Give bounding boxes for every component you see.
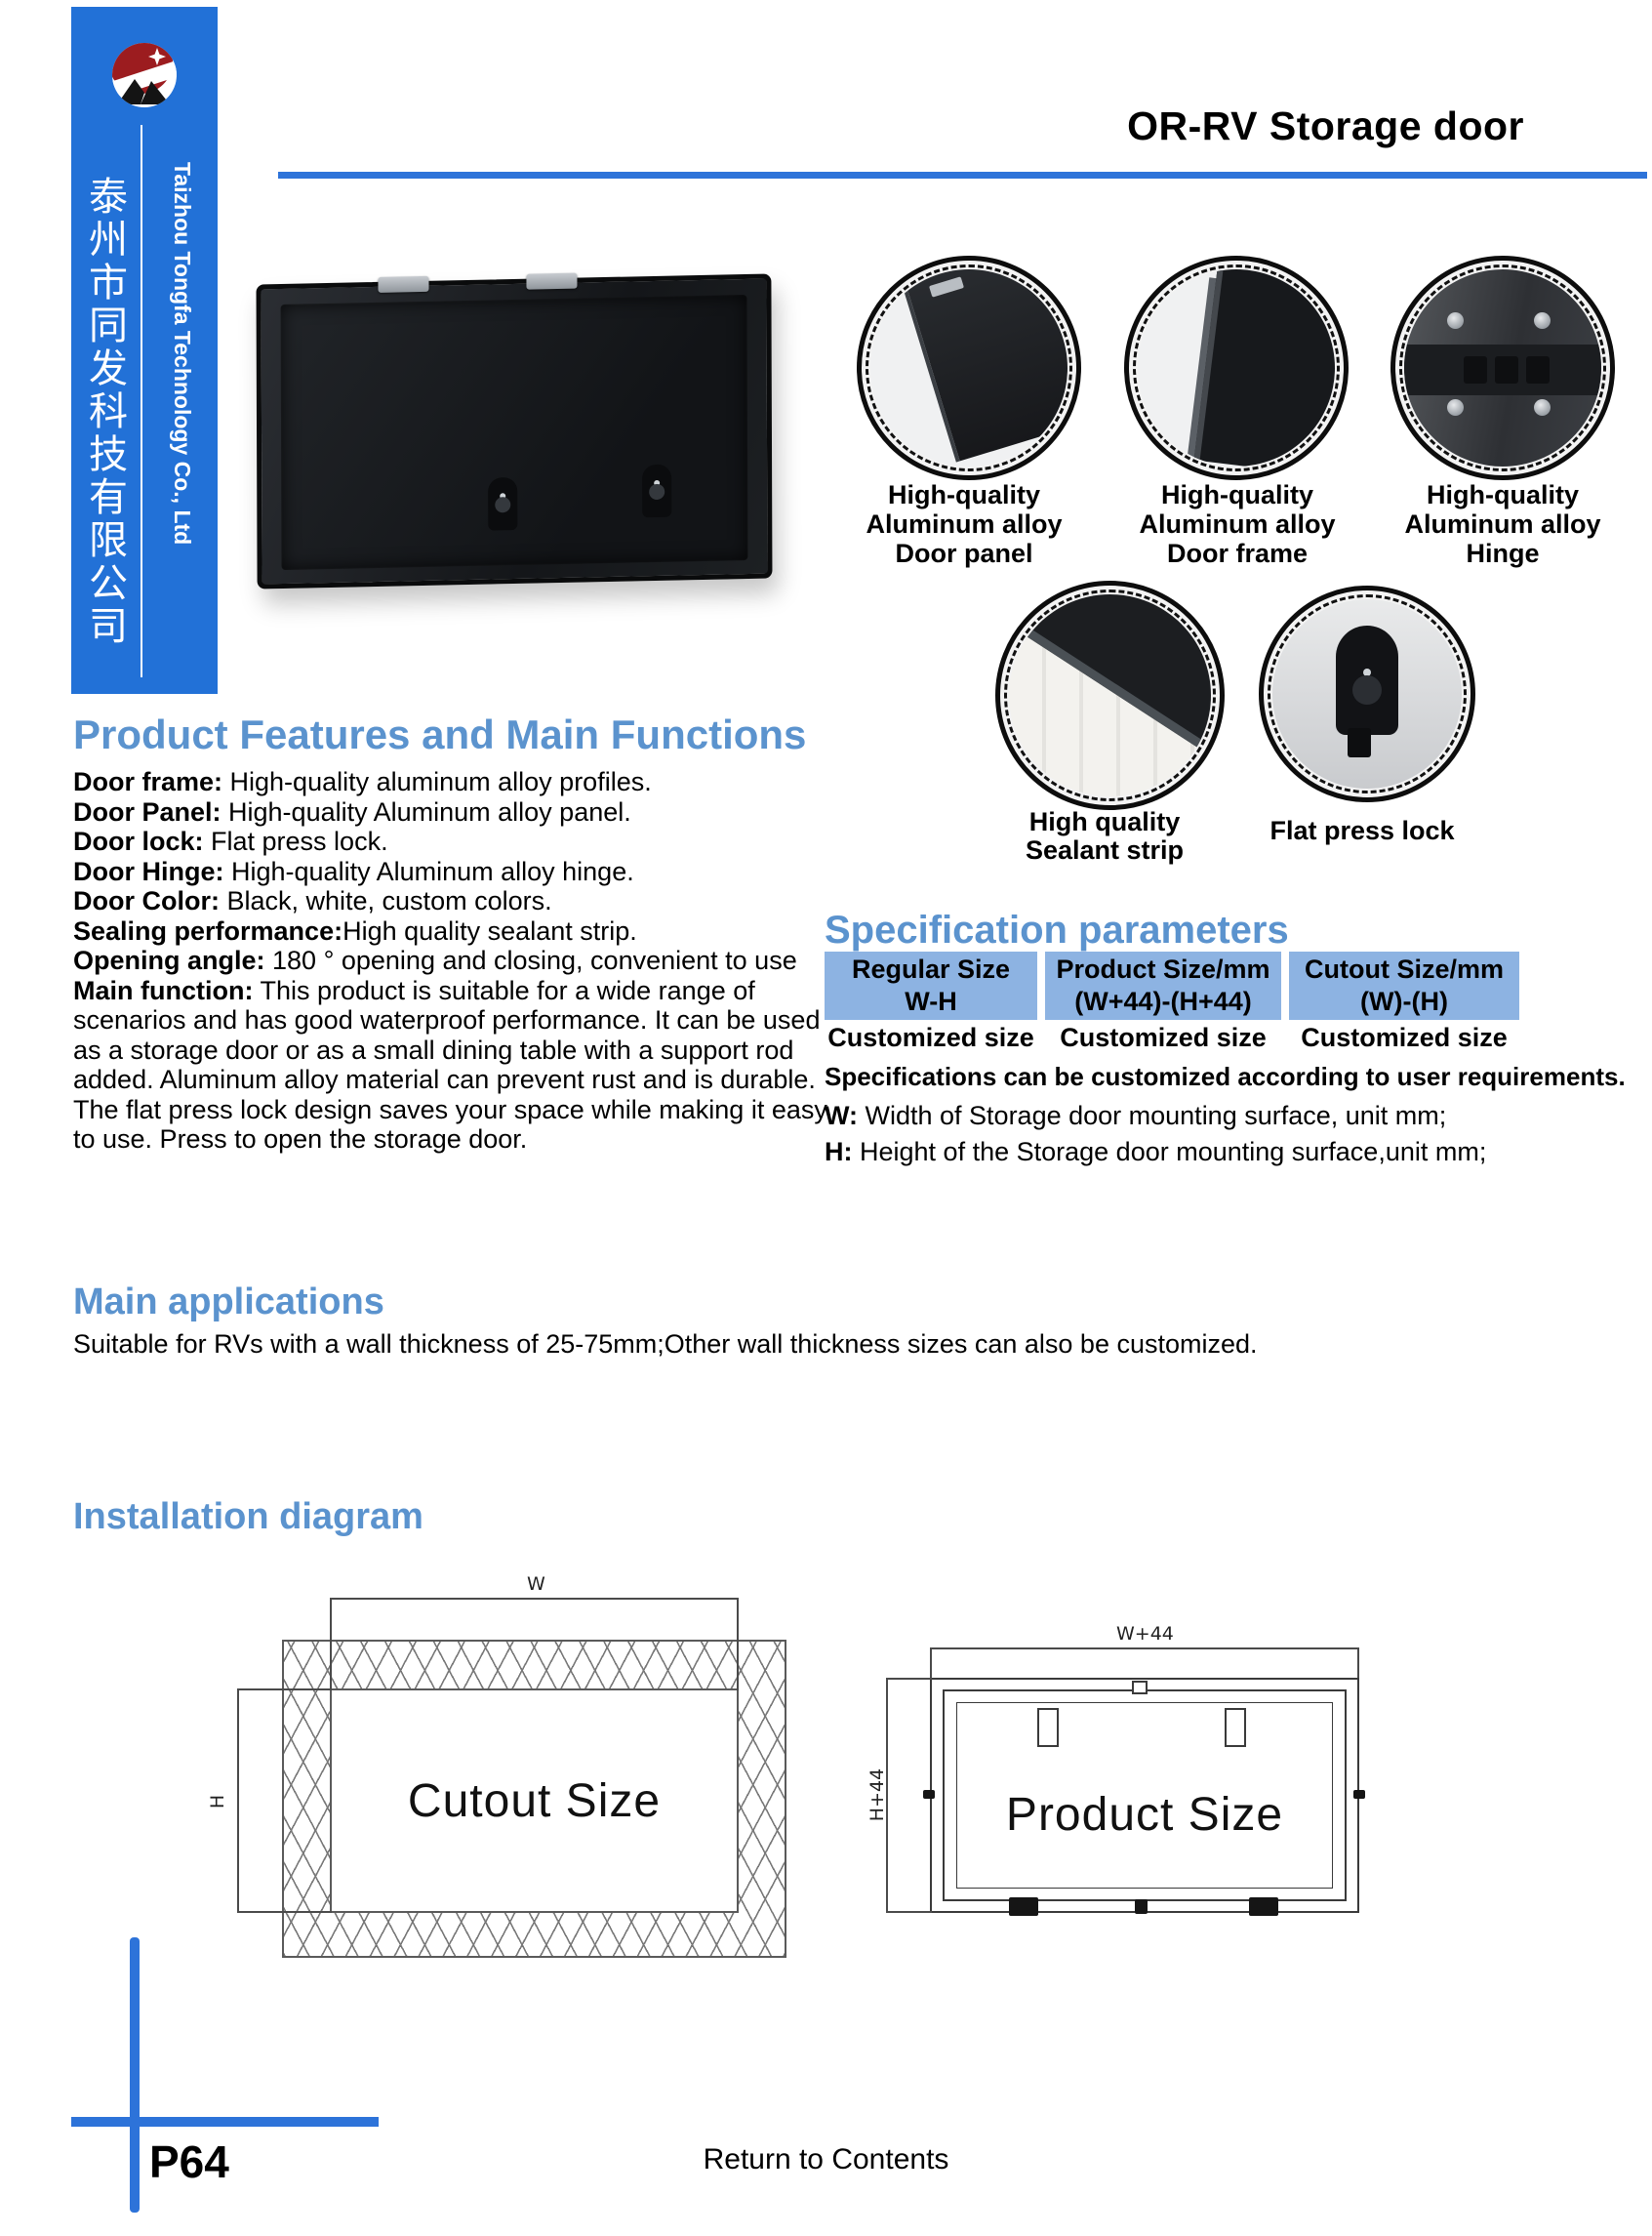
door-hinge-icon (378, 275, 429, 293)
spec-header-product-size: Product Size/mm(W+44)-(H+44) (1045, 952, 1281, 1020)
header-rule (278, 172, 1647, 179)
cutout-diagram-opening: Cutout Size (330, 1688, 739, 1913)
applications-heading: Main applications (73, 1281, 384, 1322)
top-center-notch (1132, 1681, 1148, 1694)
feature-item: Sealing performance:High quality sealant… (73, 915, 637, 946)
side-clip (923, 1790, 935, 1799)
latch-slot (1225, 1708, 1246, 1747)
product-frame-inner (956, 1702, 1333, 1889)
cutout-h-label: H (207, 1794, 229, 1809)
door-lock-icon (642, 464, 672, 518)
cutout-h-dim-line (237, 1688, 239, 1913)
company-logo-icon (112, 43, 177, 107)
applications-text: Suitable for RVs with a wall thickness o… (73, 1329, 1258, 1359)
page-title: OR-RV Storage door (1127, 103, 1524, 148)
spec-w-note: W: Width of Storage door mounting surfac… (825, 1101, 1447, 1130)
company-name-en: Taizhou Tongfa Technology Co., Ltd (170, 162, 195, 546)
cutout-w-ext-left (330, 1598, 332, 1690)
feature-item: Door lock: Flat press lock. (73, 827, 388, 856)
company-name-cn: 泰州市同发科技有限公司 (82, 176, 127, 648)
label-flat-press-lock: Flat press lock (1269, 816, 1455, 845)
cutout-w-dim-line (330, 1598, 739, 1600)
feature-item: Opening angle: 180 ° opening and closing… (73, 946, 797, 975)
sidebar-divider (141, 125, 142, 677)
product-h-ext-top (886, 1678, 932, 1680)
storage-door-photo (256, 272, 773, 589)
detail-circle-flat-press-lock (1259, 586, 1475, 802)
page-number: P64 (149, 2136, 229, 2187)
spec-note: Specifications can be customized accordi… (825, 1062, 1626, 1091)
cutout-w-label: W (527, 1573, 545, 1595)
cutout-w-ext-right (737, 1598, 739, 1690)
product-w-ext-left (930, 1647, 932, 1678)
features-heading: Product Features and Main Functions (73, 711, 807, 757)
features-body: Door frame: High-quality aluminum alloy … (73, 767, 838, 1155)
product-h-label: H+44 (866, 1768, 889, 1822)
return-to-contents-link[interactable]: Return to Contents (703, 2143, 949, 2175)
hinge-block-icon (1009, 1897, 1038, 1916)
door-panel-image (256, 272, 773, 589)
cutout-h-ext-bottom (237, 1911, 332, 1913)
feature-item: Door Panel: High-quality Aluminum alloy … (73, 796, 631, 827)
footer-horizontal-rule (71, 2117, 379, 2127)
product-h-ext-bottom (886, 1911, 932, 1913)
side-clip (1353, 1790, 1365, 1799)
detail-circle-sealant-strip (995, 581, 1225, 810)
detail-circle-door-frame (1124, 256, 1349, 480)
installation-heading: Installation diagram (73, 1496, 423, 1537)
feature-item: Main function: This product is suitable … (73, 975, 827, 1155)
detail-circle-hinge (1390, 256, 1615, 480)
sidebar: 泰州市同发科技有限公司 Taizhou Tongfa Technology Co… (71, 7, 218, 694)
spec-h-note: H: Height of the Storage door mounting s… (825, 1137, 1487, 1166)
product-h-dim-line (886, 1678, 888, 1913)
footer-vertical-rule (130, 1937, 140, 2213)
product-w-label: W+44 (1116, 1623, 1174, 1645)
door-hinge-icon (526, 272, 578, 290)
product-size-label: Product Size (1005, 1789, 1284, 1841)
spec-header-cutout-size: Cutout Size/mm(W)-(H) (1289, 952, 1519, 1020)
latch-slot (1037, 1708, 1059, 1747)
product-w-ext-right (1357, 1647, 1359, 1678)
hinge-block-icon (1249, 1897, 1278, 1916)
bottom-center-clip (1135, 1899, 1148, 1914)
detail-circle-door-panel (857, 256, 1081, 480)
feature-item: Door Hinge: High-quality Aluminum alloy … (73, 856, 634, 886)
feature-item: Door frame: High-quality aluminum alloy … (73, 767, 652, 796)
spec-value-cutout: Customized size (1301, 1023, 1508, 1052)
cutout-size-label: Cutout Size (407, 1774, 662, 1827)
spec-heading: Specification parameters (825, 909, 1289, 952)
door-lock-icon (488, 476, 518, 531)
spec-value-regular: Customized size (827, 1023, 1034, 1052)
feature-item: Door Color: Black, white, custom colors. (73, 886, 552, 915)
spec-value-product: Customized size (1060, 1023, 1267, 1052)
cutout-h-ext-top (237, 1688, 332, 1690)
product-w-dim-line (930, 1647, 1359, 1649)
